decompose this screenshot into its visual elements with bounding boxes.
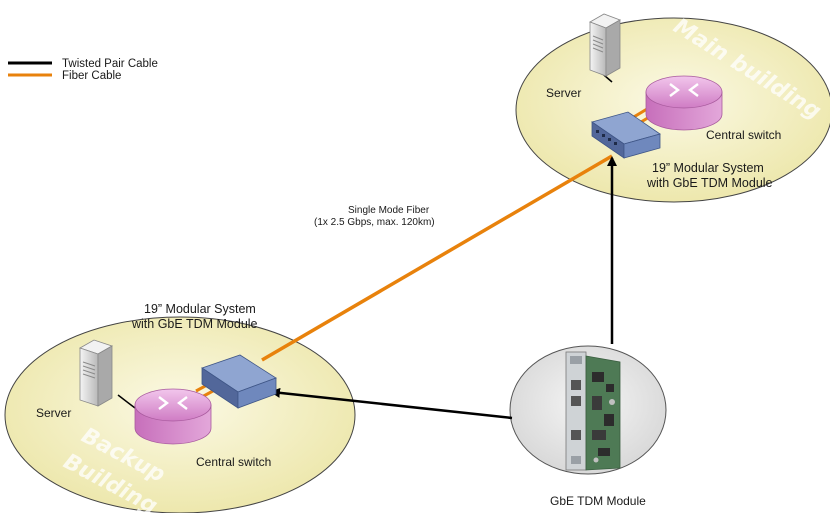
fiber-link-label-line1: Single Mode Fiber [348, 205, 430, 216]
main-switch-arrows-icon [669, 83, 699, 97]
backup-modular-system [201, 354, 277, 409]
backup-server-label: Server [36, 406, 71, 420]
legend-fiber-label: Fiber Cable [62, 70, 121, 82]
long-haul-fiber-cable [261, 154, 613, 362]
legend-twisted-pair-label: Twisted Pair Cable [62, 58, 158, 70]
backup-switch [134, 388, 212, 445]
main-system-label-line2: with GbE TDM Module [646, 176, 773, 190]
main-switch [645, 75, 723, 131]
module-card-image [565, 351, 621, 471]
legend: Twisted Pair Cable Fiber Cable [8, 58, 158, 82]
backup-system-label-line2: with GbE TDM Module [131, 317, 258, 331]
cables [117, 68, 657, 420]
main-system-ports-icon [596, 130, 617, 145]
backup-system-label-line1: 19” Modular System [144, 302, 256, 316]
main-server-label: Server [546, 86, 581, 100]
main-switch-label: Central switch [706, 128, 781, 142]
main-server [589, 13, 621, 77]
main-modular-system [591, 111, 661, 159]
gbe-tdm-module [509, 345, 667, 475]
fiber-link-label-line2: (1x 2.5 Gbps, max. 120km) [314, 217, 435, 228]
main-system-label-line1: 19” Modular System [652, 161, 764, 175]
backup-switch-label: Central switch [196, 455, 271, 469]
backup-server-link [117, 394, 136, 409]
module-to-backup-arrow [270, 387, 513, 420]
backup-switch-arrows-icon [158, 396, 188, 410]
module-label: GbE TDM Module [550, 494, 646, 508]
backup-server [79, 339, 113, 407]
